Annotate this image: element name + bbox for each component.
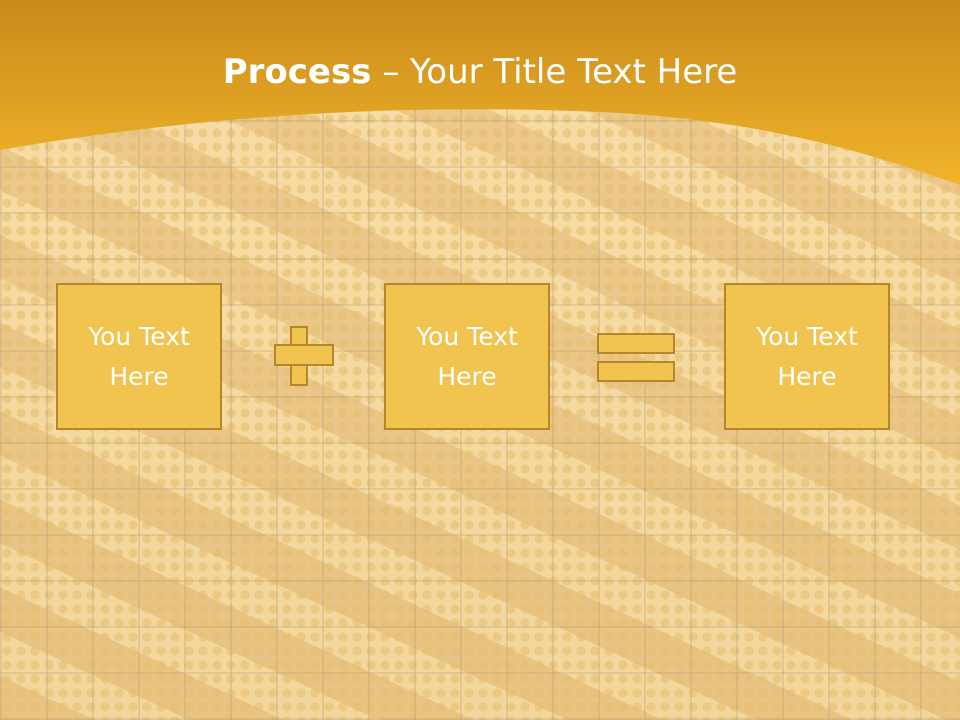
process-box-2[interactable]: You Text Here — [384, 283, 550, 430]
process-box-1[interactable]: You Text Here — [56, 283, 222, 430]
slide-title: Process – Your Title Text Here — [0, 52, 960, 92]
title-rest: – Your Title Text Here — [371, 52, 738, 92]
title-bold: Process — [222, 52, 372, 92]
header-banner — [0, 0, 960, 185]
process-box-2-text: You Text Here — [416, 321, 518, 391]
process-box-3-text: You Text Here — [756, 321, 858, 391]
process-box-1-text: You Text Here — [88, 321, 190, 391]
process-box-3[interactable]: You Text Here — [724, 283, 890, 430]
